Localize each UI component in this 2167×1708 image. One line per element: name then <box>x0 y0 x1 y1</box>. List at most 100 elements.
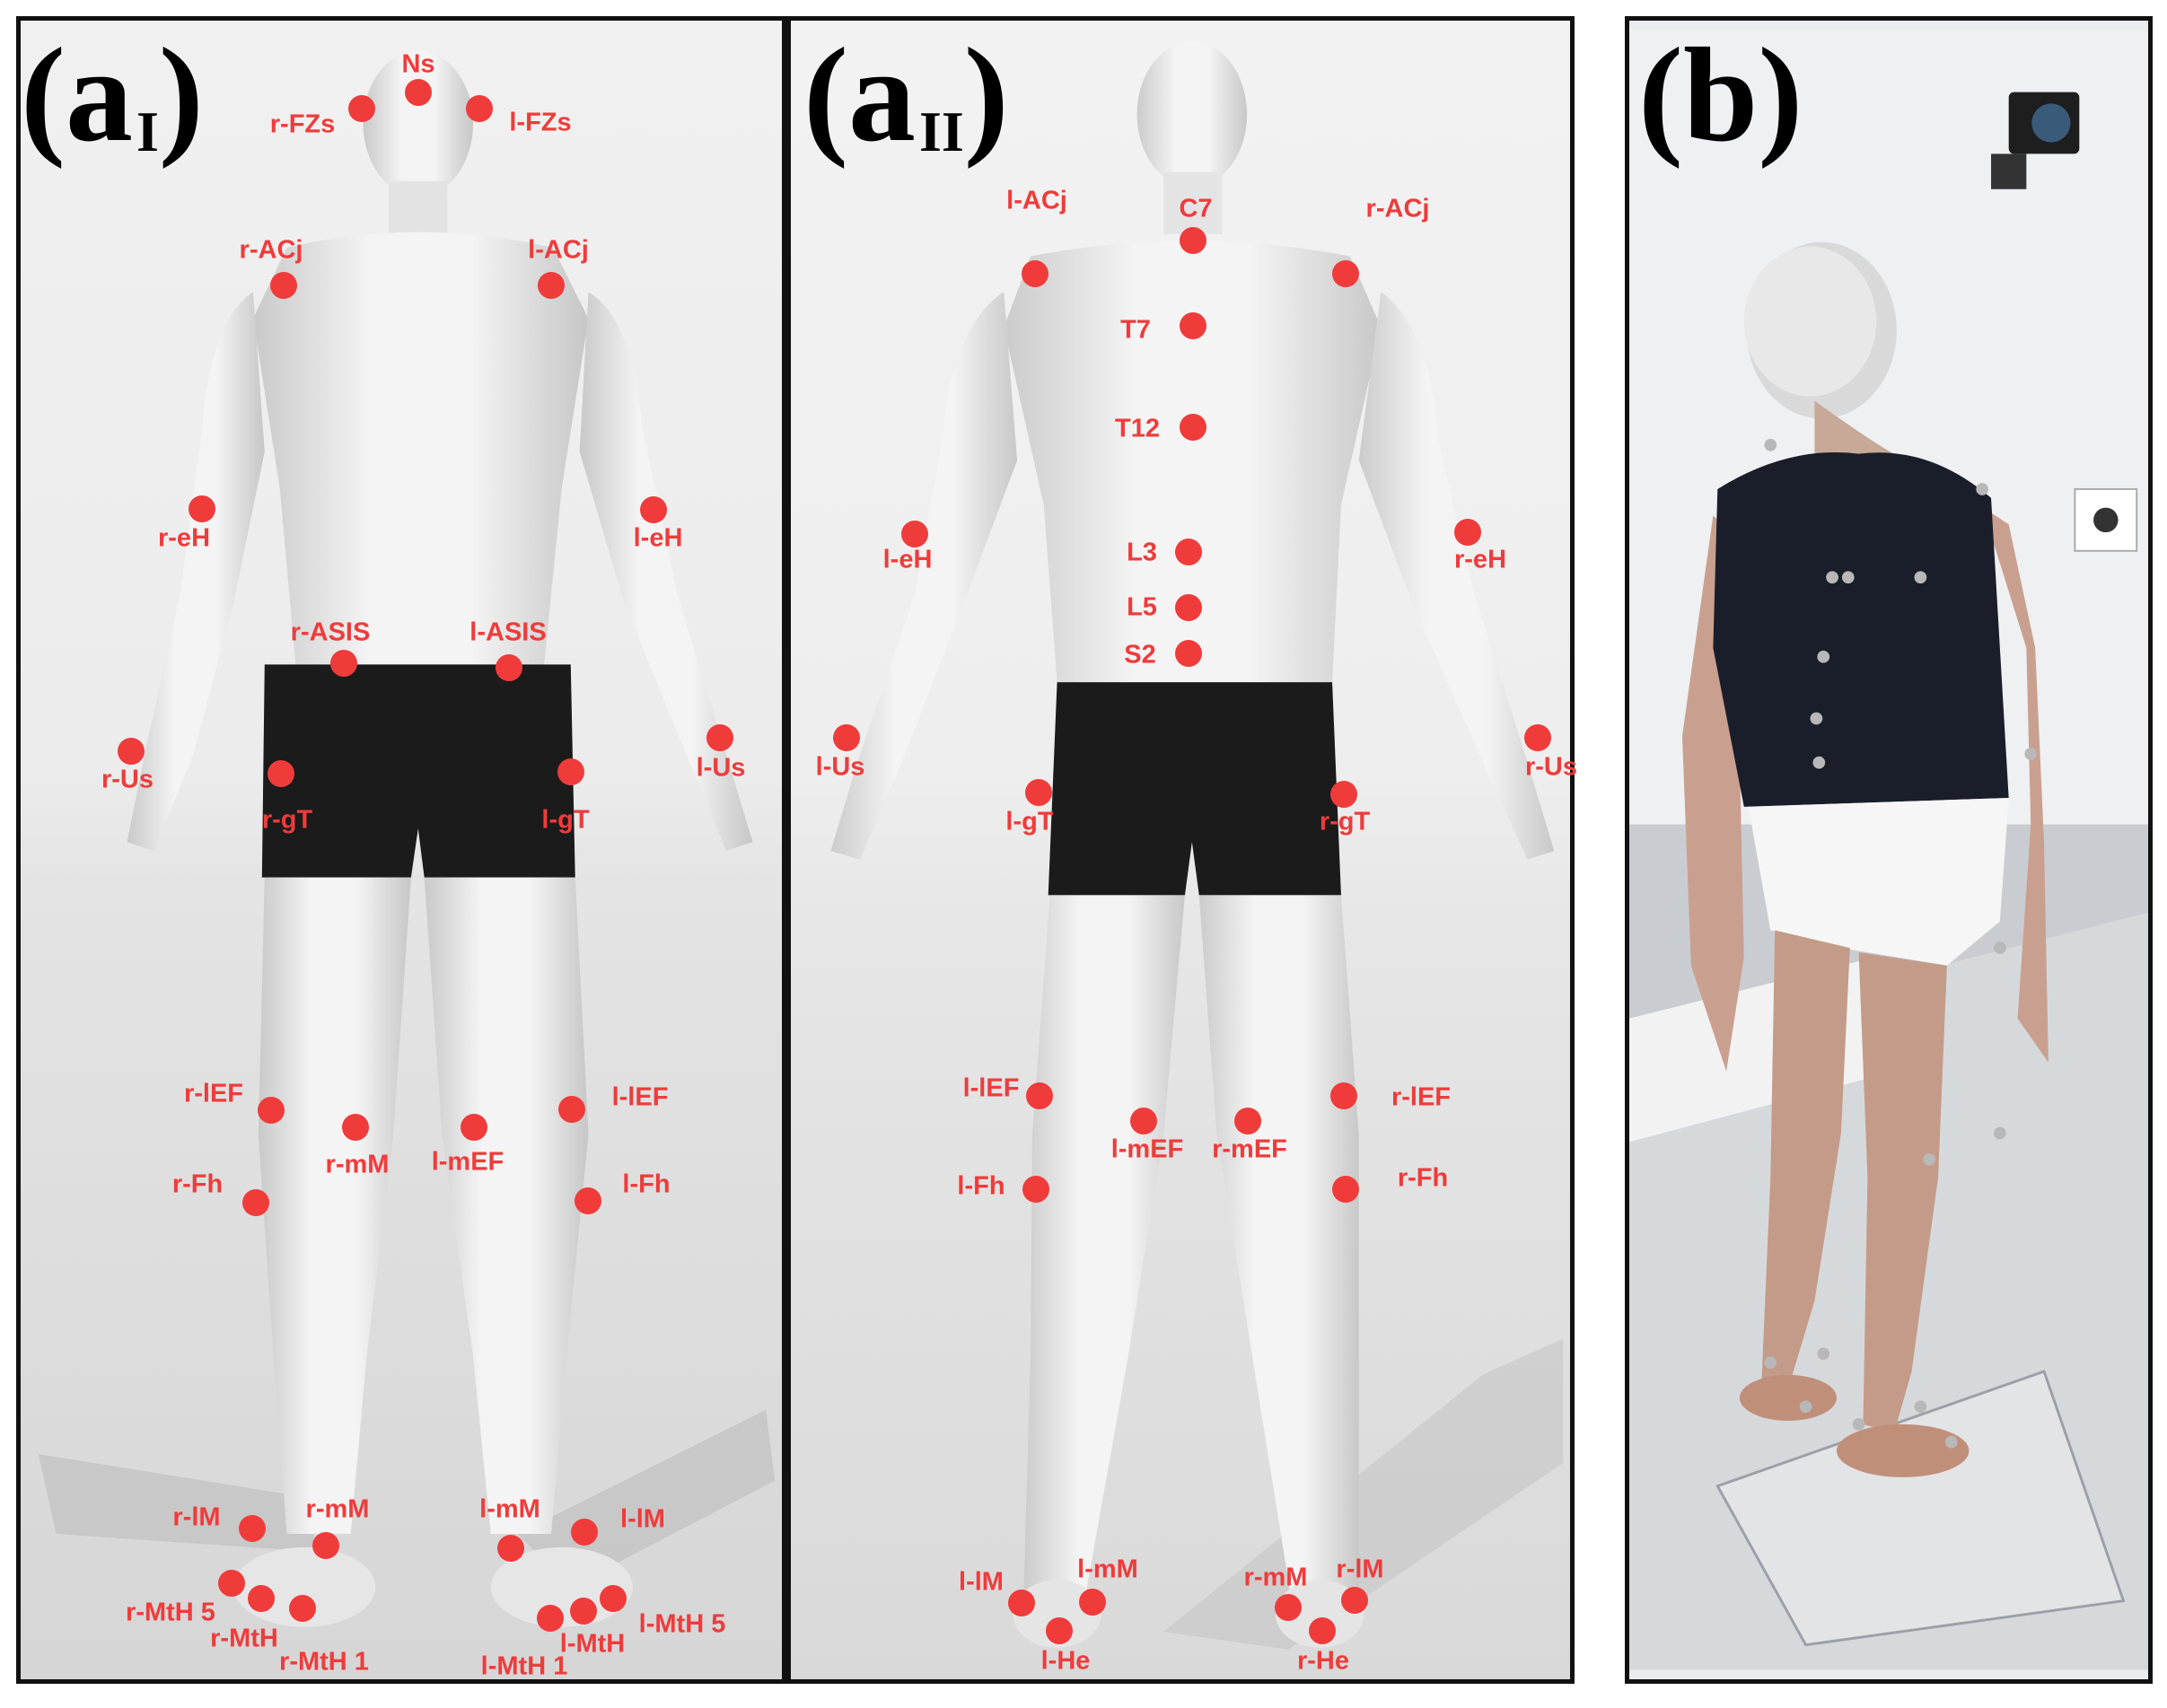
marker-front-l-mth-5 <box>600 1585 627 1612</box>
marker-label-front-l-acj: l-ACj <box>528 235 589 265</box>
marker-back-r-lm <box>1341 1587 1368 1614</box>
marker-label-front-r-eh: r-eH <box>157 523 211 553</box>
marker-front-r-gt <box>268 760 294 787</box>
marker-back-r-mef <box>1234 1108 1261 1134</box>
marker-back-t12 <box>1180 414 1206 441</box>
marker-label-front-l-fh: l-Fh <box>622 1169 671 1199</box>
marker-label-front-r-fzs: r-FZs <box>269 109 336 139</box>
marker-back-r-eh <box>1454 519 1481 546</box>
marker-label-front-l-mm: l-mM <box>479 1494 540 1524</box>
marker-label-back-t12: T12 <box>1115 414 1160 443</box>
marker-label-front-l-asis: l-ASIS <box>469 618 547 647</box>
marker-label-back-l-us: l-Us <box>815 752 865 782</box>
subject-photo <box>1629 30 2148 1670</box>
marker-label-front-l-mef: l-mEF <box>431 1147 504 1177</box>
marker-back-l-eh <box>901 521 928 547</box>
marker-label-front-r-acj: r-ACj <box>239 235 303 265</box>
marker-label-front-l-eh: l-eH <box>633 523 683 553</box>
marker-front-l-lm <box>571 1519 598 1546</box>
marker-front-r-lef <box>258 1097 285 1124</box>
marker-front-l-fh <box>575 1187 601 1214</box>
marker-back-l-lef <box>1026 1082 1053 1109</box>
marker-back-r-us <box>1524 724 1551 751</box>
marker-front-r-acj <box>270 272 297 299</box>
marker-front-r-eh <box>189 495 215 522</box>
marker-front-l-mth-1 <box>537 1605 564 1632</box>
marker-front-l-asis <box>496 654 522 681</box>
marker-label-back-s2: S2 <box>1124 640 1156 670</box>
marker-label-back-r-mm: r-mM <box>1243 1563 1308 1592</box>
back-body-figure <box>830 41 1564 1650</box>
marker-front-r-fzs <box>348 95 375 122</box>
marker-label-front-r-mm: r-mM <box>305 1494 370 1524</box>
marker-label-front-r-mth-5: r-MtH 5 <box>126 1598 215 1627</box>
marker-front-l-mef <box>461 1114 487 1141</box>
marker-label-front-l-mth: l-MtH <box>559 1629 626 1659</box>
marker-front-l-acj <box>538 272 565 299</box>
marker-front-l-us <box>706 724 733 751</box>
marker-front-r-mm <box>342 1114 369 1141</box>
marker-label-front-ns: Ns <box>401 49 435 79</box>
marker-front-l-mth <box>570 1598 597 1625</box>
marker-label-back-r-us: r-Us <box>1524 752 1578 782</box>
marker-back-l-fh <box>1022 1176 1049 1203</box>
marker-front-l-lef <box>558 1096 585 1123</box>
marker-back-r-gt <box>1330 781 1357 808</box>
marker-front-r-mth <box>248 1585 275 1612</box>
marker-back-l-us <box>833 724 860 751</box>
marker-label-back-l-fh: l-Fh <box>957 1171 1005 1201</box>
marker-back-l-he <box>1046 1617 1073 1644</box>
marker-label-back-r-mef: r-mEF <box>1212 1134 1287 1164</box>
marker-back-t7 <box>1180 312 1206 339</box>
marker-label-back-l3: L3 <box>1127 538 1157 567</box>
marker-label-front-l-us: l-Us <box>696 753 746 783</box>
marker-label-front-r-lef: r-lEF <box>183 1079 244 1108</box>
marker-back-r-acj <box>1332 260 1359 287</box>
panel-label-a2: (aII) <box>803 21 1009 170</box>
marker-back-r-mm <box>1275 1594 1302 1621</box>
marker-label-back-l-acj: l-ACj <box>1006 186 1067 215</box>
marker-front-l-mm <box>497 1535 524 1562</box>
marker-label-front-l-fzs: l-FZs <box>509 108 572 137</box>
marker-label-back-l-eh: l-eH <box>882 545 933 574</box>
marker-front-r-fh <box>242 1189 269 1216</box>
marker-label-back-r-gt: r-gT <box>1319 807 1371 836</box>
marker-back-s2 <box>1175 640 1202 667</box>
marker-back-l-acj <box>1022 260 1048 287</box>
panel-back-view: (aII) <box>786 16 1575 1684</box>
marker-back-r-he <box>1309 1617 1336 1644</box>
marker-back-l5 <box>1175 594 1202 621</box>
marker-back-c7 <box>1180 227 1206 254</box>
marker-label-front-l-gt: l-gT <box>541 805 590 835</box>
marker-front-r-mth-1 <box>289 1595 316 1622</box>
marker-label-back-l-mef: l-mEF <box>1110 1134 1184 1164</box>
marker-front-r-mm <box>312 1532 339 1559</box>
panel-photo: (b) <box>1625 16 2153 1684</box>
marker-front-r-lm <box>239 1515 266 1542</box>
marker-label-front-r-mm: r-mM <box>325 1150 390 1179</box>
marker-label-front-r-fh: r-Fh <box>171 1169 224 1199</box>
marker-front-l-fzs <box>466 95 493 122</box>
marker-front-r-mth-5 <box>218 1570 245 1597</box>
marker-label-back-l-lm: l-lM <box>959 1567 1004 1597</box>
marker-label-front-r-gt: r-gT <box>261 805 313 835</box>
marker-back-r-fh <box>1332 1176 1359 1203</box>
marker-label-back-r-eh: r-eH <box>1453 545 1507 574</box>
panel-front-view: (aI) <box>16 16 786 1684</box>
marker-label-front-r-us: r-Us <box>101 765 154 794</box>
marker-front-l-gt <box>557 758 584 785</box>
marker-label-front-l-mth-1: l-MtH 1 <box>480 1651 568 1681</box>
marker-label-back-t7: T7 <box>1120 315 1151 345</box>
marker-label-back-r-lef: r-lEF <box>1391 1082 1452 1112</box>
marker-label-front-l-lm: l-lM <box>620 1504 665 1534</box>
marker-front-ns <box>405 79 432 106</box>
marker-label-back-l-gt: l-gT <box>1005 807 1054 836</box>
marker-label-front-r-asis: r-ASIS <box>290 618 371 647</box>
marker-label-front-r-mth: r-MtH <box>210 1624 278 1653</box>
marker-back-l-lm <box>1008 1590 1035 1616</box>
marker-back-l-gt <box>1025 779 1052 806</box>
marker-front-r-us <box>118 738 145 765</box>
marker-label-back-c7: C7 <box>1179 194 1213 223</box>
marker-label-back-l-mm: l-mM <box>1077 1555 1138 1584</box>
